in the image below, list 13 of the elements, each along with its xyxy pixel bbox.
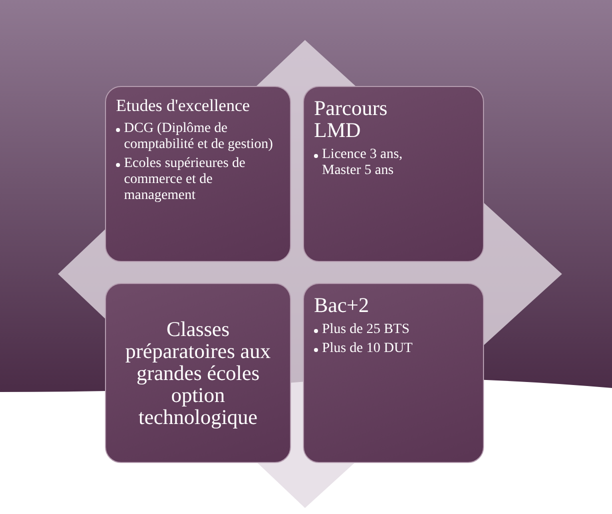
rounded-box [105,283,291,463]
rounded-box [303,283,484,463]
rounded-box [303,86,484,262]
box-heading: Bac+2 [314,294,370,316]
bullet-item: Licence 3 ans, Master 5 ans [322,147,404,180]
bullet-item: Ecoles supérieures de commerce et de management [124,156,246,204]
box-heading: Classes préparatoires aux grandes écoles option technologique [124,318,272,428]
bullet-item: Plus de 10 DUT [322,341,413,358]
bullet-item: DCG (Diplôme de comptabilité et de gestion) [124,120,274,154]
box-heading: Etudes d'excellence [116,97,251,115]
rounded-box [105,86,291,262]
bullet-item: Plus de 25 BTS [322,322,410,338]
box-heading: Parcours LMD [314,97,388,142]
